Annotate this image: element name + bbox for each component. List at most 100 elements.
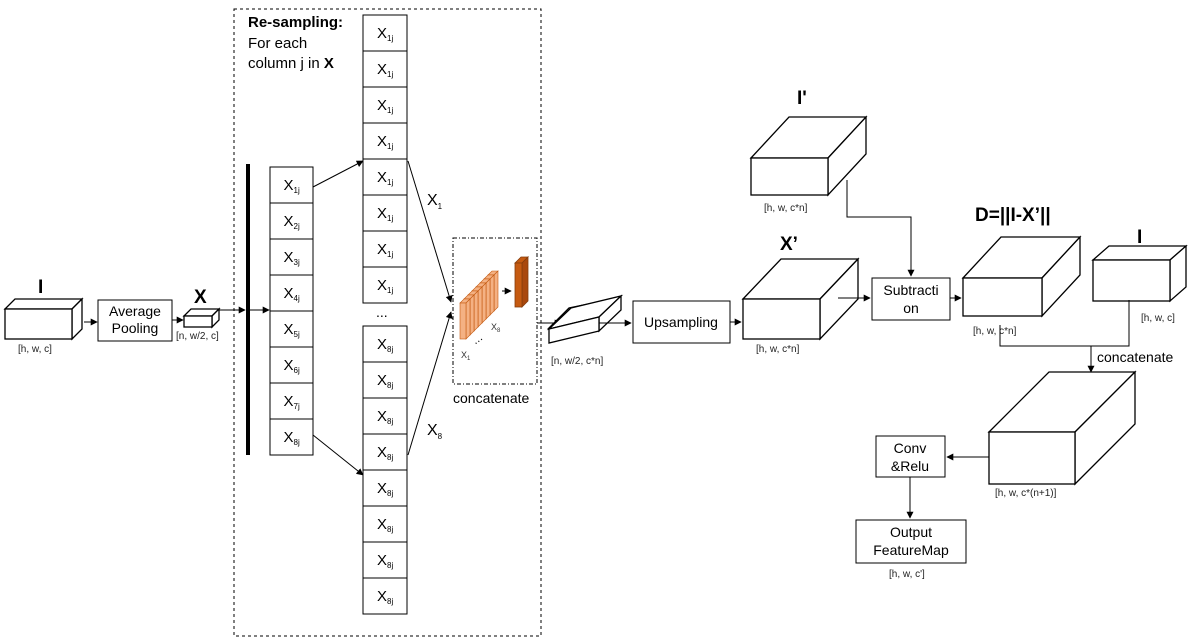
stack-x1-cell: X1j xyxy=(362,122,408,160)
concatenate-label-1: concatenate xyxy=(453,390,529,406)
column-j-cell-label: X8j xyxy=(284,429,300,447)
conv-relu-box: Conv &Relu xyxy=(875,435,946,478)
stack-x8-cell: X8j xyxy=(362,541,408,579)
stack-x1-cell-label: X1j xyxy=(377,61,393,79)
x-dims: [n, w/2, c] xyxy=(176,331,219,342)
concat-block xyxy=(514,256,529,308)
resampling-line2: For each xyxy=(248,35,307,52)
input-i-dims: [h, w, c] xyxy=(18,344,52,355)
column-j-cell: X1j xyxy=(269,166,314,204)
stack-x1-cell-label: X1j xyxy=(377,241,393,259)
column-j-cell: X3j xyxy=(269,238,314,276)
upsampling-box: Upsampling xyxy=(632,300,731,344)
feature-slab xyxy=(459,298,471,340)
feature-map-stack xyxy=(459,270,499,340)
resampling-line3: column j in X xyxy=(248,55,334,72)
stack-x1-cell: X1j xyxy=(362,86,408,124)
stack-x8-cell-label: X8j xyxy=(377,372,393,390)
i-right-dims: [h, w, c] xyxy=(1141,313,1175,324)
concat-volume-dims: [h, w, c*(n+1)] xyxy=(995,488,1057,499)
conv-line2: &Relu xyxy=(891,458,929,474)
resampling-title: Re-sampling: xyxy=(248,14,343,31)
output-featuremap-box: Output FeatureMap xyxy=(855,519,967,564)
i-prime-label: I' xyxy=(797,88,807,109)
resampled-dims: [n, w/2, c*n] xyxy=(551,356,603,367)
column-j-cell: X5j xyxy=(269,310,314,348)
output-line2: FeatureMap xyxy=(873,542,949,558)
stack-ellipsis: ... xyxy=(376,304,388,320)
stack-x8-cell-label: X8j xyxy=(377,444,393,462)
stack-x1-cell: X1j xyxy=(362,50,408,88)
stack-x1-cell-label: X1j xyxy=(377,97,393,115)
stack-x8-cell: X8j xyxy=(362,577,408,615)
d-dims: [h, w, c*n] xyxy=(973,326,1017,337)
x-prime-dims: [h, w, c*n] xyxy=(756,344,800,355)
column-j-cell-label: X3j xyxy=(284,249,300,267)
i-right-label: I xyxy=(1137,227,1142,248)
x-cube xyxy=(182,307,221,329)
arrow-iprime-to-subtraction xyxy=(846,180,915,277)
stack-x8-cell: X8j xyxy=(362,469,408,507)
stack-x8-cell: X8j xyxy=(362,505,408,543)
average-pooling-box: Average Pooling xyxy=(97,299,173,342)
column-j-cell: X7j xyxy=(269,382,314,420)
column-bar xyxy=(246,164,250,455)
subtraction-line2: on xyxy=(903,300,919,316)
stack-x8-cell-label: X8j xyxy=(377,552,393,570)
stack-x8-cell: X8j xyxy=(362,397,408,435)
column-j-cell-label: X7j xyxy=(284,393,300,411)
average-pooling-line1: Average xyxy=(109,303,161,319)
i-prime-dims: [h, w, c*n] xyxy=(764,203,808,214)
concat-volume-cube xyxy=(987,370,1137,486)
output-line1: Output xyxy=(890,524,932,540)
stack-x8-cell-label: X8j xyxy=(377,480,393,498)
stack-x1-cell-label: X1j xyxy=(377,205,393,223)
arrow-x8j-to-stack xyxy=(312,434,364,476)
average-pooling-line2: Pooling xyxy=(112,320,159,336)
column-j-cell: X6j xyxy=(269,346,314,384)
x-label: X xyxy=(194,287,207,308)
upsampling-label: Upsampling xyxy=(644,314,718,330)
column-j-cell: X2j xyxy=(269,202,314,240)
line-i-to-concat xyxy=(1091,300,1130,347)
conv-line1: Conv xyxy=(894,440,927,456)
stack-x1-cell: X1j xyxy=(362,14,408,52)
stack-x1-cell: X1j xyxy=(362,266,408,304)
feature-stack-last-label: X8 xyxy=(491,322,501,334)
x1-label: X1 xyxy=(427,192,443,211)
concatenate-label-2: concatenate xyxy=(1097,349,1173,365)
subtraction-line1: Subtracti xyxy=(883,282,938,298)
output-dims: [h, w, c'] xyxy=(889,569,925,580)
input-i-label: I xyxy=(38,277,43,298)
stack-x8-cell: X8j xyxy=(362,361,408,399)
resampled-cube-body xyxy=(546,294,624,344)
stack-x1-cell-label: X1j xyxy=(377,133,393,151)
input-i-cube xyxy=(3,297,84,341)
subtraction-box: Subtracti on xyxy=(871,277,951,321)
stack-x8-cell-label: X8j xyxy=(377,516,393,534)
column-j-cell-label: X2j xyxy=(284,213,300,231)
stack-x8-cell-label: X8j xyxy=(377,588,393,606)
d-cube xyxy=(961,235,1082,318)
column-j-cell: X4j xyxy=(269,274,314,312)
x-prime-cube xyxy=(741,257,860,341)
stack-x8-cell: X8j xyxy=(362,325,408,363)
stack-x8-cell: X8j xyxy=(362,433,408,471)
stack-x8-cell-label: X8j xyxy=(377,408,393,426)
x8-label: X8 xyxy=(427,422,443,441)
column-j-cell: X8j xyxy=(269,418,314,456)
column-j-cell-label: X5j xyxy=(284,321,300,339)
i-right-cube xyxy=(1091,244,1188,303)
arrow-x8-to-concat xyxy=(407,311,453,456)
x-prime-label: X’ xyxy=(780,234,798,255)
stack-x1-cell-label: X1j xyxy=(377,169,393,187)
i-prime-cube xyxy=(749,115,868,197)
column-j-cell-label: X1j xyxy=(284,177,300,195)
d-label: D=||I-X’|| xyxy=(975,205,1051,226)
stack-x1-cell-label: X1j xyxy=(377,277,393,295)
stack-x1-cell: X1j xyxy=(362,230,408,268)
stack-x8-cell-label: X8j xyxy=(377,336,393,354)
